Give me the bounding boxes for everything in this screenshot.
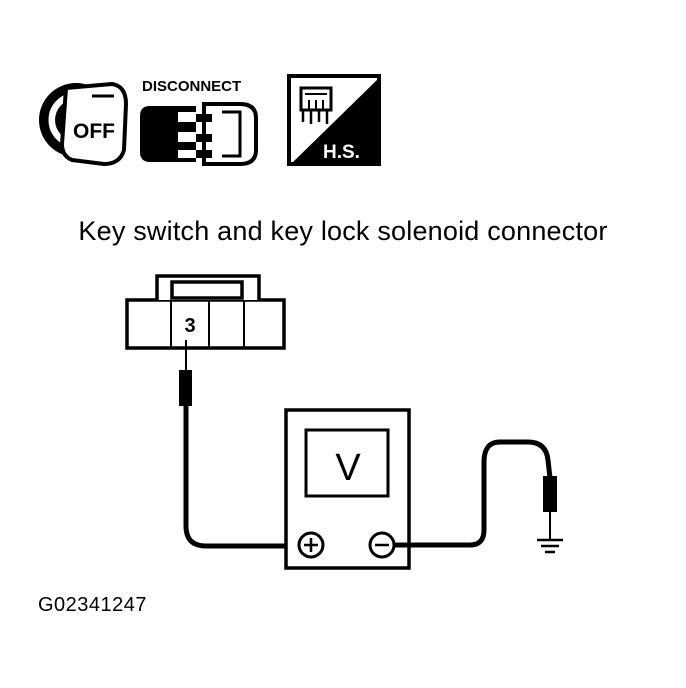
solenoid-connector: 3 xyxy=(125,274,286,350)
hs-label: H.S. xyxy=(323,142,360,163)
harness-side-connector-icon: H.S. xyxy=(287,74,381,166)
terminal-number: 3 xyxy=(184,315,195,337)
positive-probe-lead xyxy=(179,340,298,549)
figure-code: G02341247 xyxy=(38,594,148,616)
negative-probe-lead xyxy=(394,439,557,548)
disconnect-label: DISCONNECT xyxy=(142,78,241,95)
voltmeter: V xyxy=(284,408,411,570)
disconnect-connector-icon: DISCONNECT xyxy=(140,78,258,166)
ground-icon xyxy=(537,538,563,554)
off-label: OFF xyxy=(73,120,115,143)
meter-symbol: V xyxy=(335,447,361,489)
diagram-title: Key switch and key lock solenoid connect… xyxy=(78,216,608,246)
ignition-key-off-icon: OFF xyxy=(39,82,128,166)
